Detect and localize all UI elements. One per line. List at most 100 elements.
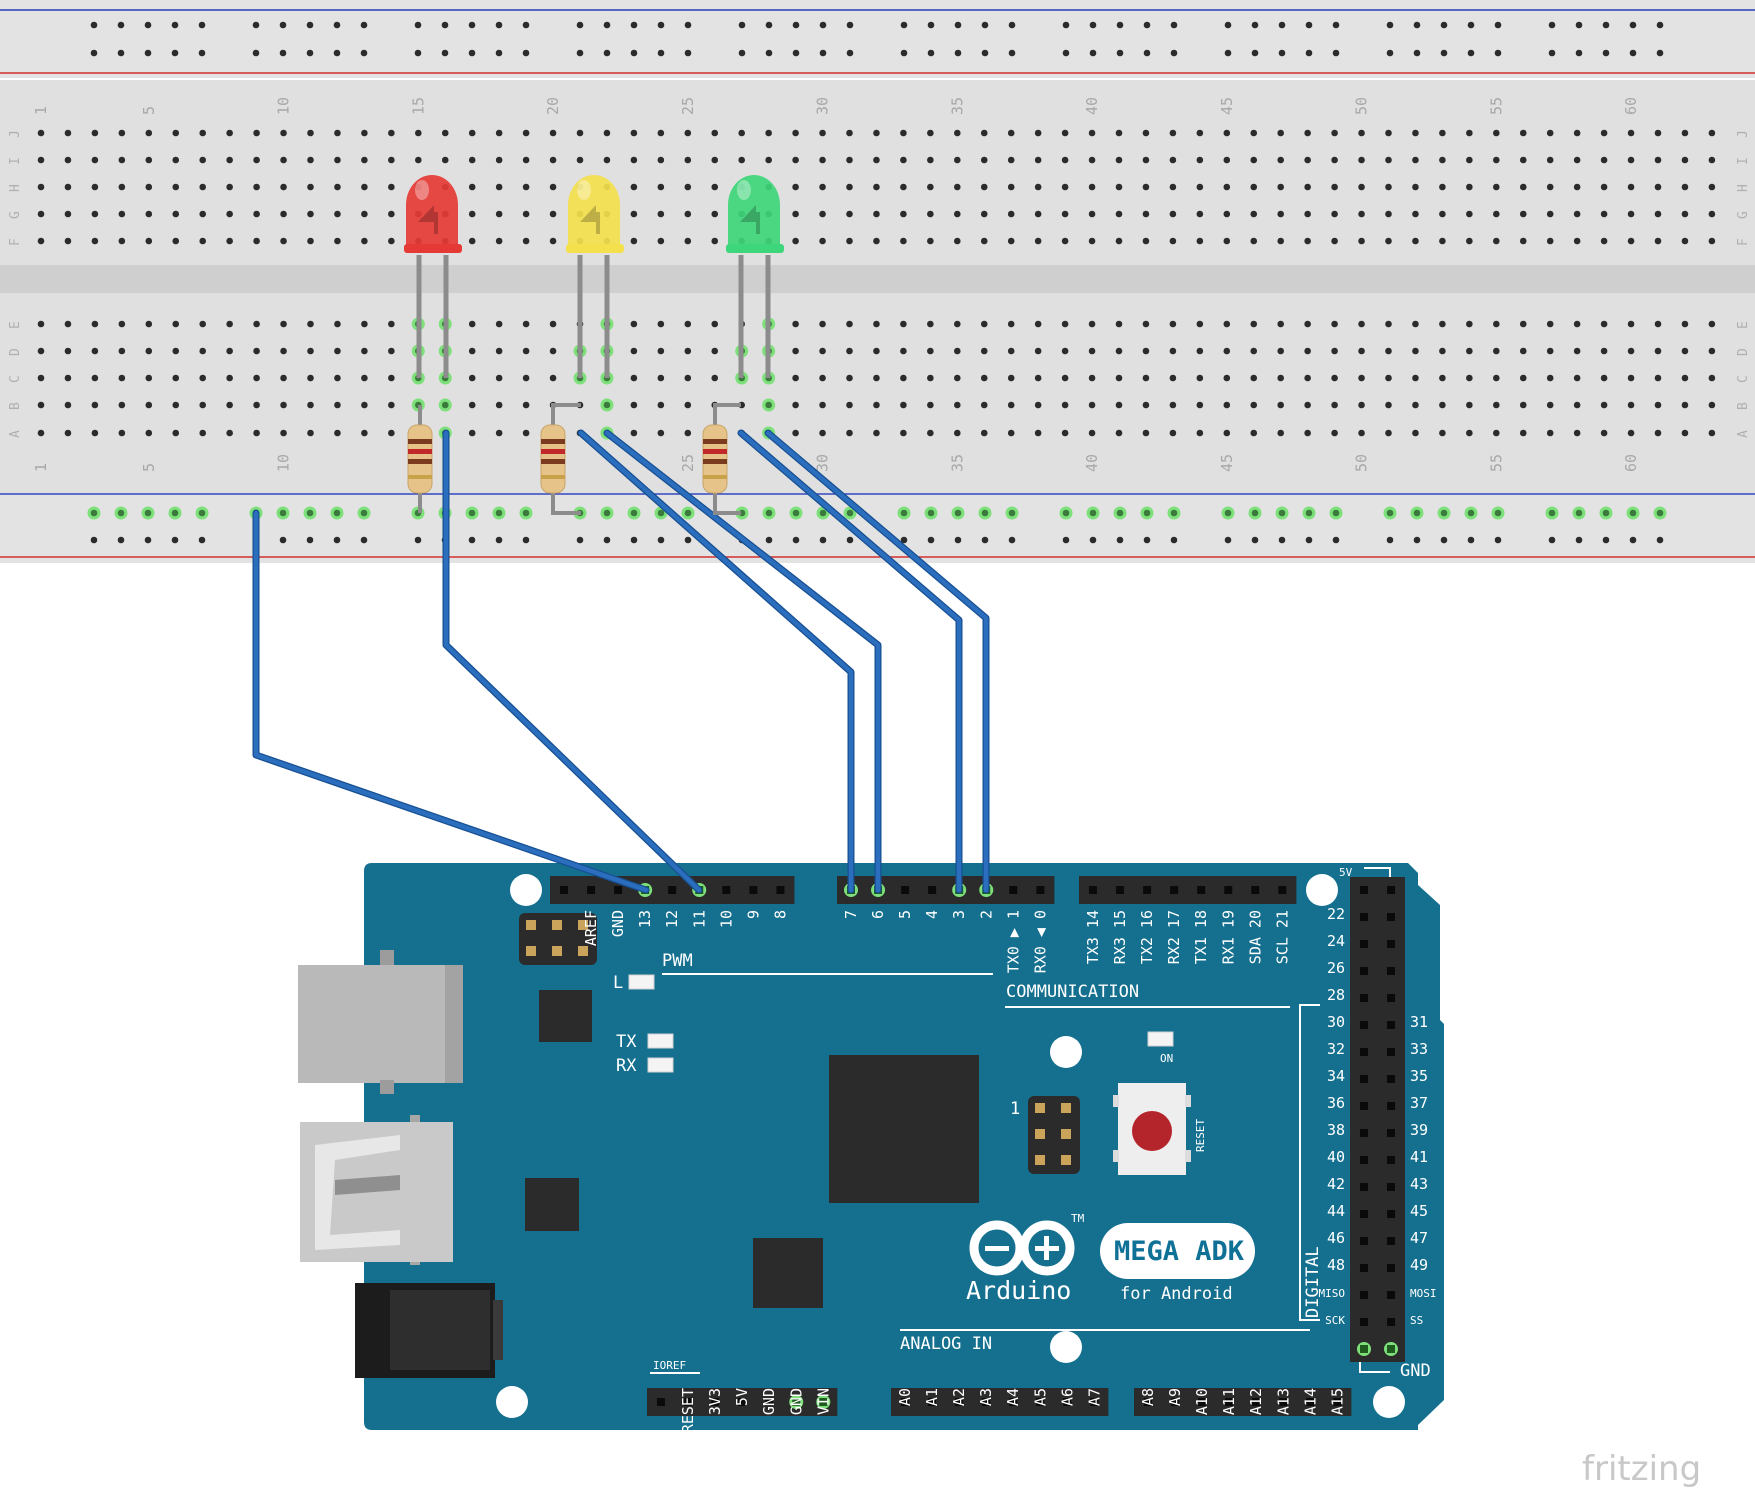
header-pin[interactable] (1387, 1156, 1395, 1164)
header-pin[interactable] (1360, 994, 1368, 1002)
header-pin[interactable] (1387, 1318, 1395, 1326)
icsp-pin[interactable] (1061, 1155, 1071, 1165)
header-pin[interactable] (1143, 886, 1152, 894)
header-pin[interactable] (657, 1398, 665, 1406)
header-pin[interactable] (1144, 1398, 1152, 1406)
red-led[interactable] (404, 175, 462, 253)
header-pin[interactable] (1387, 967, 1395, 975)
header-pin[interactable] (560, 886, 568, 894)
header-pin[interactable] (1360, 1237, 1368, 1245)
header-pin[interactable] (587, 886, 596, 894)
header-pin[interactable] (1360, 1210, 1368, 1218)
header-pin[interactable] (1387, 940, 1395, 948)
header-pin[interactable] (982, 1398, 991, 1406)
header-pin[interactable] (1198, 1398, 1207, 1406)
header-pin[interactable] (1171, 1398, 1180, 1406)
yellow-led[interactable] (566, 175, 624, 253)
header-pin[interactable] (1387, 1291, 1395, 1299)
icsp-pin[interactable] (1061, 1129, 1071, 1139)
header-pin[interactable] (1360, 1291, 1368, 1299)
header-pin[interactable] (901, 1398, 909, 1406)
header-pin[interactable] (1279, 1398, 1288, 1406)
header-pin[interactable] (1387, 913, 1395, 921)
icsp-pin[interactable] (526, 946, 536, 956)
header-pin[interactable] (614, 886, 623, 894)
green-led[interactable] (726, 175, 784, 253)
header-pin[interactable] (1360, 913, 1368, 921)
header-pin[interactable] (1387, 1075, 1395, 1083)
header-pin[interactable] (1360, 1102, 1368, 1110)
header-pin[interactable] (1252, 1398, 1261, 1406)
header-pin[interactable] (955, 1398, 964, 1406)
header-pin[interactable] (1387, 1183, 1395, 1191)
icsp-pin[interactable] (1035, 1129, 1045, 1139)
resistor-yellow-led[interactable] (540, 424, 566, 494)
icsp-pin[interactable] (526, 920, 536, 930)
header-pin[interactable] (1360, 1264, 1368, 1272)
header-pin[interactable] (1387, 1264, 1395, 1272)
header-pin[interactable] (1306, 1398, 1315, 1406)
header-pin[interactable] (1197, 886, 1206, 894)
header-pin[interactable] (1036, 886, 1045, 894)
header-pin[interactable] (1251, 886, 1260, 894)
header-pin[interactable] (711, 1398, 720, 1406)
header-pin[interactable] (1360, 1048, 1368, 1056)
header-pin[interactable] (776, 886, 785, 894)
wire-pin7[interactable] (578, 430, 854, 893)
header-pin[interactable] (684, 1398, 693, 1406)
header-pin[interactable] (1090, 1398, 1099, 1406)
reset-button[interactable] (1113, 1083, 1191, 1175)
header-pin[interactable] (1387, 1021, 1395, 1029)
header-pin[interactable] (1387, 994, 1395, 1002)
icsp-pin[interactable] (1035, 1103, 1045, 1113)
header-pin[interactable] (749, 886, 758, 894)
header-pin[interactable] (1009, 1398, 1018, 1406)
header-pin[interactable] (738, 1398, 747, 1406)
header-pin[interactable] (928, 886, 937, 894)
resistor-green-led[interactable] (702, 424, 728, 494)
wire-pin12[interactable] (443, 430, 702, 893)
wire-pin2[interactable] (765, 430, 989, 893)
header-pin[interactable] (1360, 1075, 1368, 1083)
header-pin[interactable] (1360, 1129, 1368, 1137)
wire-pin3[interactable] (738, 430, 962, 893)
header-pin[interactable] (1224, 886, 1233, 894)
header-pin[interactable] (1333, 1398, 1342, 1406)
header-pin[interactable] (1360, 1156, 1368, 1164)
header-pin[interactable] (792, 1398, 801, 1406)
icsp-pin[interactable] (1035, 1155, 1045, 1165)
header-pin[interactable] (1360, 1183, 1368, 1191)
header-pin[interactable] (1009, 886, 1018, 894)
header-pin[interactable] (1089, 886, 1097, 894)
header-pin[interactable] (1387, 886, 1395, 894)
wire-pin6[interactable] (604, 430, 881, 893)
header-pin[interactable] (1360, 940, 1368, 948)
header-pin[interactable] (1387, 1129, 1395, 1137)
header-pin[interactable] (668, 886, 677, 894)
header-pin[interactable] (819, 1398, 828, 1406)
icsp-pin[interactable] (578, 920, 588, 930)
header-pin[interactable] (1225, 1398, 1234, 1406)
header-pin[interactable] (901, 886, 910, 894)
header-pin[interactable] (1387, 1048, 1395, 1056)
header-pin[interactable] (1360, 1021, 1368, 1029)
header-pin[interactable] (722, 886, 731, 894)
resistor-red-led[interactable] (407, 424, 433, 494)
icsp-pin[interactable] (1061, 1103, 1071, 1113)
header-pin[interactable] (1387, 1102, 1395, 1110)
icsp-pin[interactable] (578, 946, 588, 956)
header-pin[interactable] (928, 1398, 937, 1406)
header-pin[interactable] (1387, 1210, 1395, 1218)
header-pin[interactable] (1278, 886, 1287, 894)
header-pin[interactable] (1063, 1398, 1072, 1406)
header-pin[interactable] (1387, 1237, 1395, 1245)
header-pin[interactable] (1360, 1345, 1368, 1353)
header-pin[interactable] (1116, 886, 1125, 894)
header-pin[interactable] (1360, 886, 1368, 894)
header-pin[interactable] (765, 1398, 774, 1406)
icsp-pin[interactable] (552, 946, 562, 956)
header-pin[interactable] (1387, 1345, 1395, 1353)
header-pin[interactable] (1360, 967, 1368, 975)
icsp-pin[interactable] (552, 920, 562, 930)
header-pin[interactable] (1360, 1318, 1368, 1326)
